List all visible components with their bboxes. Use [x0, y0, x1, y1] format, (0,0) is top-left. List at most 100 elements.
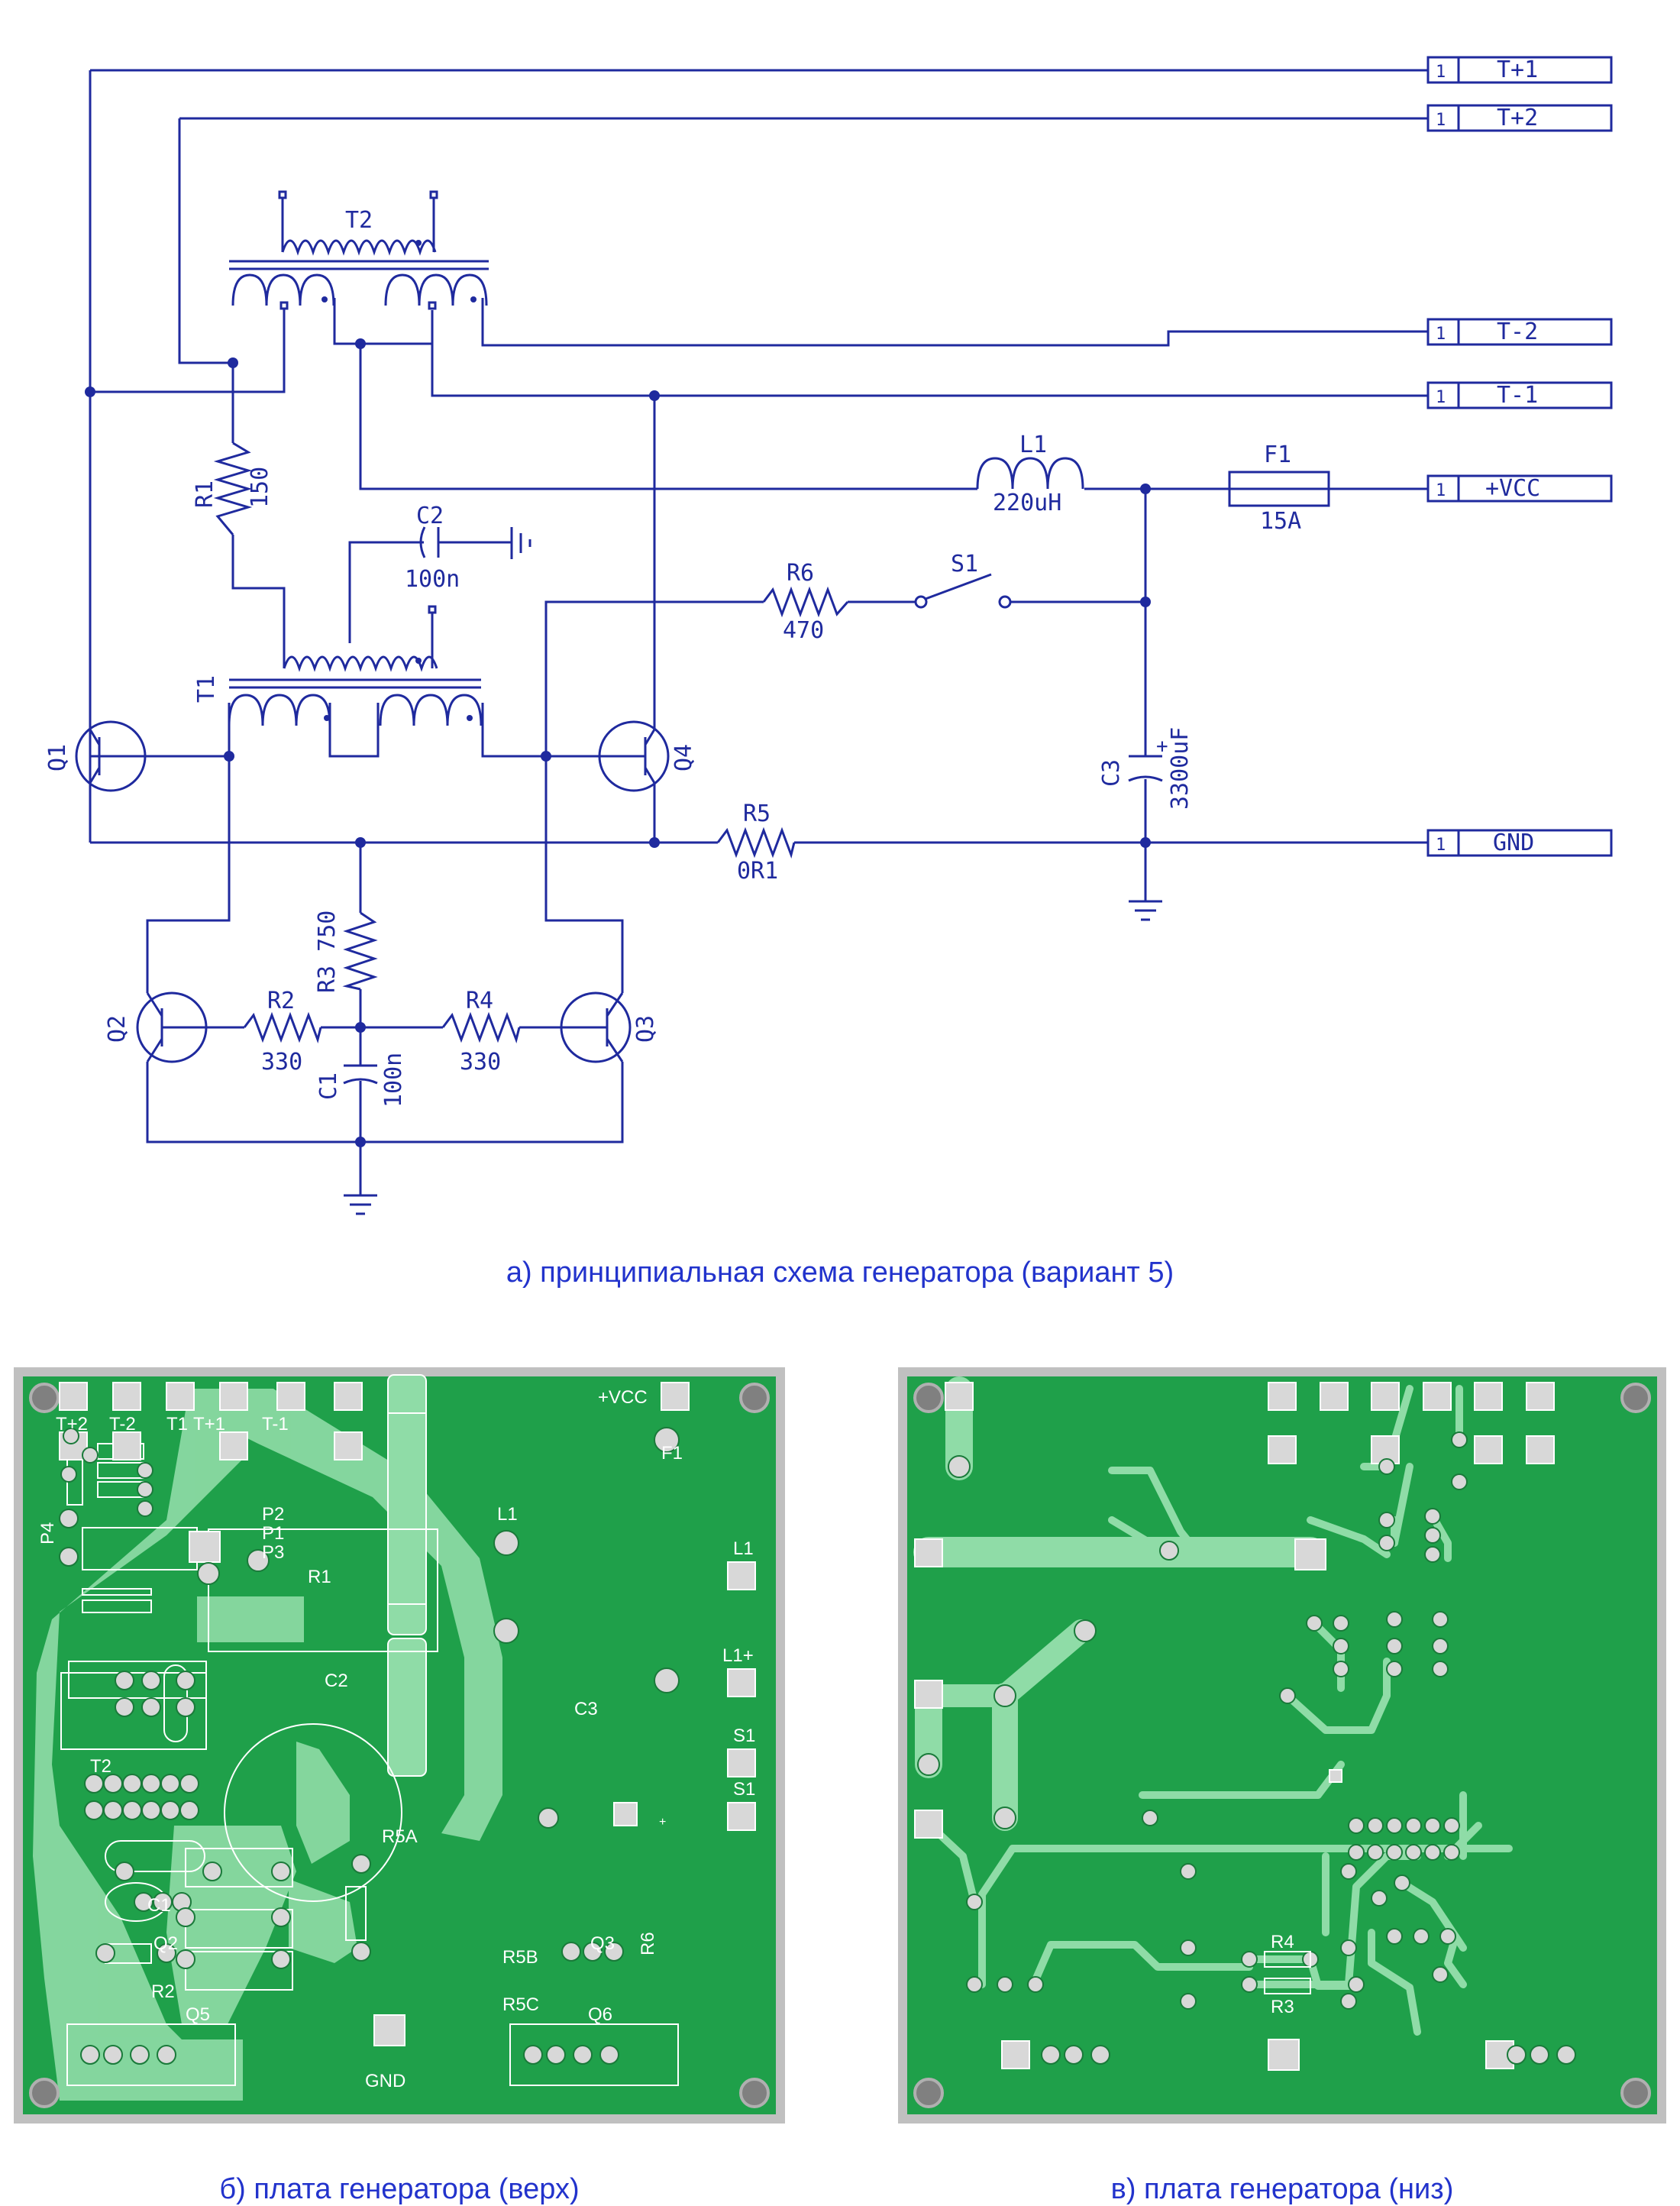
label-gnd: GND: [365, 2071, 405, 2091]
mounting-holes: [913, 1383, 1651, 2108]
label-l1-pad: L1: [733, 1538, 754, 1559]
label-c2: C2: [325, 1671, 348, 1691]
copper-planes: [33, 1389, 502, 2101]
value-c1: 100n: [380, 1053, 407, 1108]
label-p4: P4: [37, 1522, 58, 1545]
label-vcc: +VCC: [598, 1387, 648, 1408]
label-tplus1: T+1: [193, 1414, 225, 1435]
label-c1: C1: [147, 1895, 171, 1916]
label-r5a: R5A: [382, 1826, 418, 1847]
label-q3: Q3: [590, 1933, 615, 1954]
label-f1: F1: [661, 1443, 683, 1464]
label-q2: Q2: [104, 1015, 131, 1043]
pcb-bottom-labels: R4 R3: [1271, 1932, 1294, 2017]
connector-tminus2: 1 T-2: [1426, 318, 1613, 346]
label-l1: L1: [1019, 432, 1047, 458]
label-r2: R2: [151, 1981, 175, 2002]
connector-gnd: 1 GND: [1426, 829, 1613, 857]
transformer-t1: [228, 605, 483, 726]
connector-vcc: 1 +VCC: [1426, 474, 1613, 503]
label-tplus2: T+2: [56, 1414, 88, 1435]
pcb-top: T+2 T-2 T1 T+1 T-1 +VCC F1 L1 L1 L1+ P2 …: [14, 1367, 785, 2124]
label-p2: P2: [262, 1504, 284, 1525]
connector-pin: 1: [1436, 111, 1446, 130]
value-l1: 220uH: [993, 490, 1061, 516]
connectors: 1 T+1 1 T+2 1 T-2 1 T-1 1 +VCC: [1426, 56, 1613, 857]
label-r3: R3 750: [314, 911, 341, 993]
label-r4: R4: [1271, 1932, 1294, 1952]
label-q5: Q5: [186, 2004, 210, 2025]
caption-pcb-top: б) плата генератора (верх): [219, 2173, 580, 2205]
inductor-l1: L1 220uH: [976, 432, 1084, 516]
resistor-r2: R2 330: [243, 988, 322, 1076]
label-c1: C1: [315, 1072, 342, 1100]
label-t2: T2: [90, 1756, 111, 1777]
resistor-r1: R1 150: [192, 442, 273, 535]
transformer-t2: [229, 190, 489, 310]
connector-tminus1: 1 T-1: [1426, 381, 1613, 409]
pcb-top-labels: T+2 T-2 T1 T+1 T-1 +VCC F1 L1 L1 L1+ P2 …: [37, 1387, 755, 2091]
label-p3: P3: [262, 1542, 284, 1563]
label-l1plus-pad: L1+: [722, 1645, 754, 1666]
connector-pin: 1: [1436, 481, 1446, 500]
label-plus: +: [659, 1816, 666, 1829]
label-q2: Q2: [153, 1933, 178, 1954]
connector-tplus1: 1 T+1: [1426, 56, 1613, 84]
value-r5: 0R1: [737, 858, 778, 885]
connector-label: T+1: [1497, 57, 1538, 83]
label-l1-inductor: L1: [497, 1504, 518, 1525]
capacitor-c3: [1128, 755, 1163, 782]
label-tminus2: T-2: [109, 1414, 136, 1435]
resistor-r3: R3 750: [314, 911, 378, 993]
transistor-q2: [136, 991, 210, 1063]
resistor-r4: R4 330: [441, 988, 521, 1076]
label-r5c: R5C: [502, 1994, 539, 2015]
label-r1: R1: [192, 480, 218, 508]
value-r4: 330: [460, 1049, 501, 1076]
transistor-q3: [560, 991, 632, 1063]
label-r1: R1: [308, 1567, 331, 1587]
plus-c3: +: [1151, 740, 1174, 752]
label-tminus1: T-1: [262, 1414, 289, 1435]
fuse-f1: F1 15A: [1228, 442, 1330, 535]
label-c3: C3: [574, 1699, 598, 1719]
connector-label: T-1: [1497, 382, 1538, 409]
value-c3: 3300uF: [1167, 727, 1194, 810]
value-f1: 15A: [1260, 508, 1301, 535]
label-q3: Q3: [632, 1015, 659, 1043]
label-r5: R5: [743, 801, 771, 827]
value-r6: 470: [783, 617, 824, 644]
connector-label: T+2: [1497, 105, 1538, 131]
junction-dots: [85, 338, 1151, 1147]
connector-pin: 1: [1436, 325, 1446, 344]
caption-pcb-bottom: в) плата генератора (низ): [1110, 2173, 1454, 2205]
silkscreen-outlines: [60, 1374, 679, 2086]
label-s1-a: S1: [733, 1726, 755, 1746]
transistor-q1: [75, 720, 147, 792]
resistor-r6: R6 470: [762, 560, 849, 644]
value-r1: 150: [247, 467, 273, 508]
caption-schematic: а) принципиальная схема генератора (вари…: [506, 1257, 1174, 1289]
label-r4: R4: [466, 988, 493, 1014]
label-t2: T2: [345, 207, 373, 234]
schematic-wires: [89, 69, 1428, 1195]
label-q4: Q4: [670, 744, 697, 771]
transistor-q4: [598, 720, 670, 802]
label-s1-b: S1: [733, 1779, 755, 1800]
connector-label: T-2: [1497, 319, 1538, 345]
schematic: 1 T+1 1 T+2 1 T-2 1 T-1 1 +VCC: [44, 56, 1613, 1215]
label-r6: R6: [638, 1932, 658, 1955]
label-r5b: R5B: [502, 1947, 538, 1968]
connector-pin: 1: [1436, 388, 1446, 407]
connector-pin: 1: [1436, 836, 1446, 855]
label-q1: Q1: [44, 744, 71, 771]
label-t1: T1: [166, 1414, 188, 1435]
connector-label: +VCC: [1485, 475, 1540, 502]
label-r2: R2: [267, 988, 295, 1014]
mounting-holes: [29, 1383, 770, 2108]
label-c2: C2: [416, 503, 444, 529]
label-r3: R3: [1271, 1997, 1294, 2017]
value-c2: 100n: [405, 566, 460, 593]
round-pads: [59, 1427, 680, 2065]
capacitor-c2: [419, 526, 531, 559]
